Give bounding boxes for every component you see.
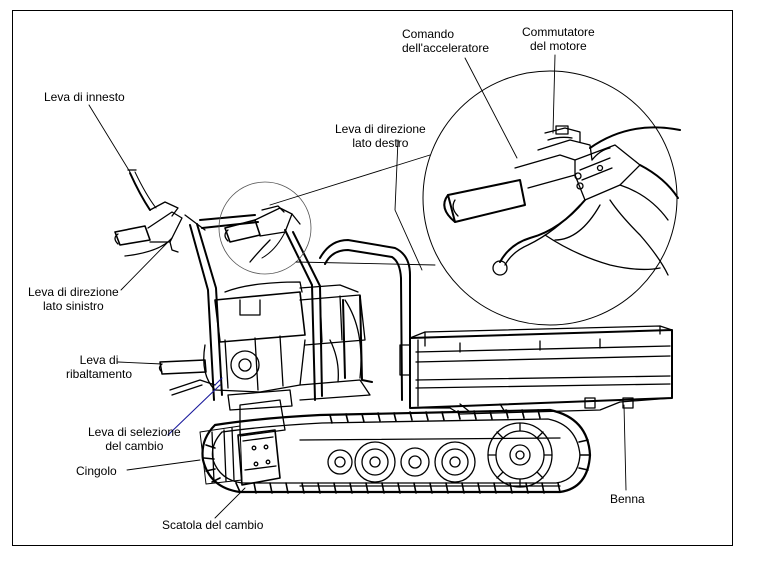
label-leva-selezione-cambio: Leva di selezione del cambio (88, 425, 181, 453)
label-comando-acceleratore: Comando dell'acceleratore (402, 27, 490, 55)
label-commutatore-motore: Commutatore del motore (522, 25, 595, 53)
label-scatola-cambio: Scatola del cambio (162, 518, 264, 532)
label-cingolo: Cingolo (76, 464, 117, 478)
dump-lever (158, 359, 216, 396)
zoomed-handle (443, 125, 681, 276)
gearbox (227, 389, 293, 486)
diagram-frame (12, 10, 733, 546)
leader-lines (88, 54, 627, 519)
label-leva-innesto: Leva di innesto (44, 90, 125, 104)
engine (203, 281, 371, 401)
label-leva-direzione-sinistro: Leva di direzione lato sinistro (28, 285, 119, 313)
label-leva-ribaltamento: Leva di ribaltamento (66, 353, 133, 381)
handlebars-main (114, 169, 301, 263)
dump-bed (399, 325, 673, 415)
frame-bars (189, 214, 411, 406)
label-benna: Benna (610, 492, 645, 506)
track (199, 408, 592, 494)
label-leva-direzione-destro: Leva di direzione lato destro (335, 122, 426, 150)
